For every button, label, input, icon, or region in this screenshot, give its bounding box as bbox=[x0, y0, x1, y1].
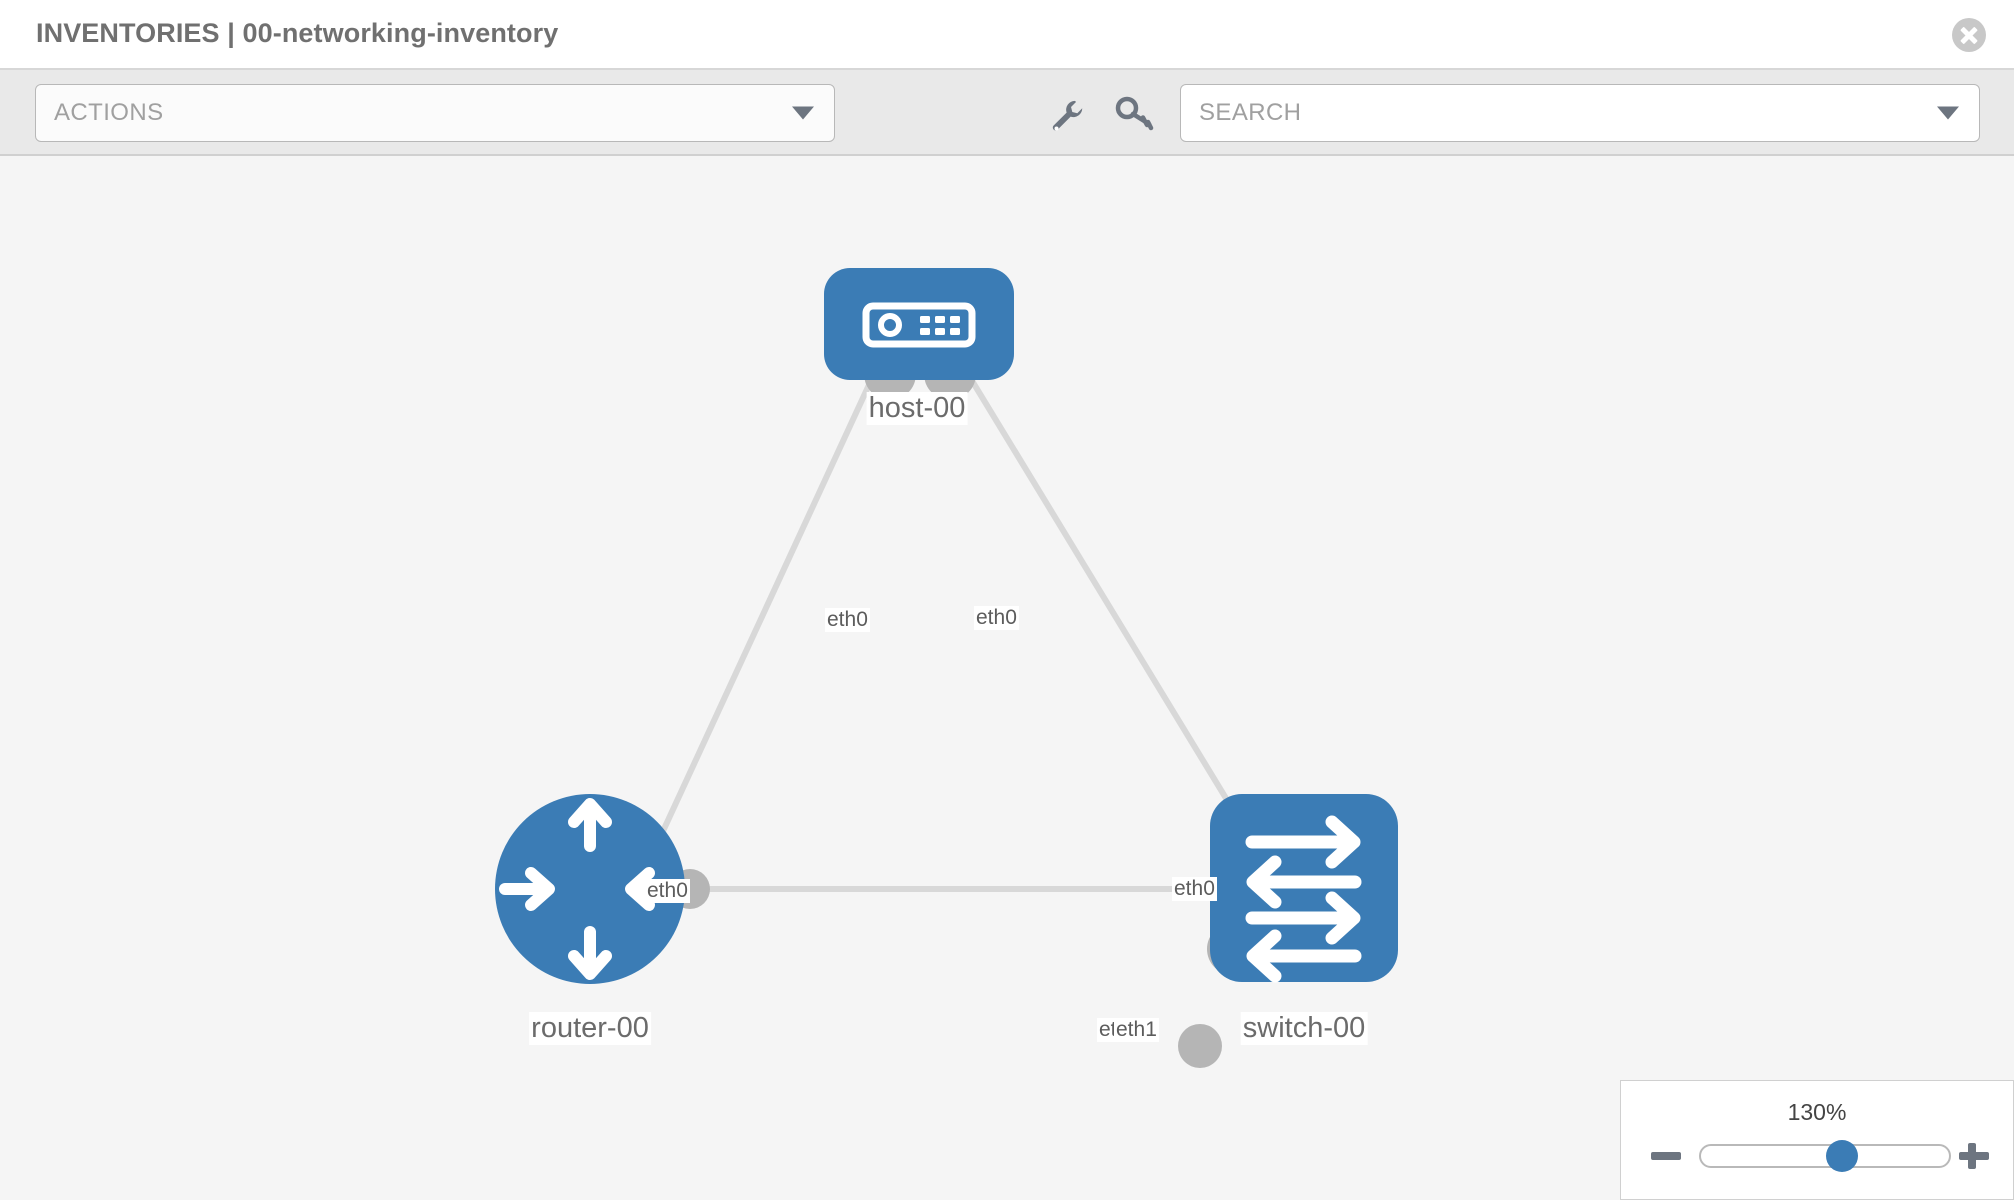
search-input[interactable]: SEARCH bbox=[1180, 84, 1980, 142]
node-label-router-00: router-00 bbox=[529, 1012, 651, 1045]
zoom-out-button[interactable] bbox=[1649, 1139, 1683, 1173]
iface-label: eth0 bbox=[1172, 877, 1217, 901]
topology-canvas[interactable]: host-00 router-00 switch-00 eth0 eth0 et… bbox=[0, 156, 2014, 1200]
chevron-down-icon bbox=[792, 106, 814, 120]
server-icon bbox=[862, 302, 976, 348]
key-icon[interactable] bbox=[1114, 94, 1154, 134]
iface-label: eth0 bbox=[974, 606, 1019, 630]
chevron-down-icon bbox=[1937, 106, 1959, 120]
iface-label: eth1 bbox=[1114, 1018, 1159, 1042]
zoom-percent-label: 130% bbox=[1787, 1099, 1847, 1125]
window-header: INVENTORIES | 00-networking-inventory bbox=[0, 0, 2014, 70]
toolbar: ACTIONS SEARCH bbox=[0, 70, 2014, 156]
zoom-control-panel: 130% bbox=[1620, 1080, 2014, 1200]
wrench-icon[interactable] bbox=[1046, 94, 1086, 134]
node-host-00[interactable] bbox=[824, 268, 1014, 380]
iface-label: eth0 bbox=[825, 608, 870, 632]
topology-graph bbox=[495, 268, 1398, 1068]
topology-edges bbox=[637, 359, 1258, 892]
node-router-00[interactable] bbox=[495, 794, 685, 984]
zoom-in-button[interactable] bbox=[1957, 1139, 1991, 1173]
zoom-slider[interactable] bbox=[1699, 1140, 1951, 1172]
minus-icon bbox=[1651, 1152, 1681, 1160]
page-title: INVENTORIES | 00-networking-inventory bbox=[36, 18, 559, 48]
zoom-slider-row bbox=[1621, 1136, 2013, 1176]
plus-icon-vertical bbox=[1968, 1143, 1976, 1169]
close-icon[interactable] bbox=[1952, 18, 1986, 52]
node-label-host-00: host-00 bbox=[866, 392, 968, 425]
actions-dropdown-label: ACTIONS bbox=[54, 99, 164, 126]
node-label-switch-00: switch-00 bbox=[1240, 1012, 1368, 1045]
switch-icon bbox=[1245, 815, 1362, 983]
edge-host-switch[interactable] bbox=[957, 359, 1258, 848]
search-placeholder: SEARCH bbox=[1199, 99, 1302, 126]
node-switch-00[interactable] bbox=[1210, 794, 1398, 983]
port-switch-eth1[interactable] bbox=[1178, 1024, 1222, 1068]
actions-dropdown[interactable]: ACTIONS bbox=[35, 84, 835, 142]
edge-host-router[interactable] bbox=[637, 359, 883, 883]
zoom-slider-thumb[interactable] bbox=[1826, 1140, 1859, 1172]
iface-label: eth0 bbox=[645, 879, 690, 903]
